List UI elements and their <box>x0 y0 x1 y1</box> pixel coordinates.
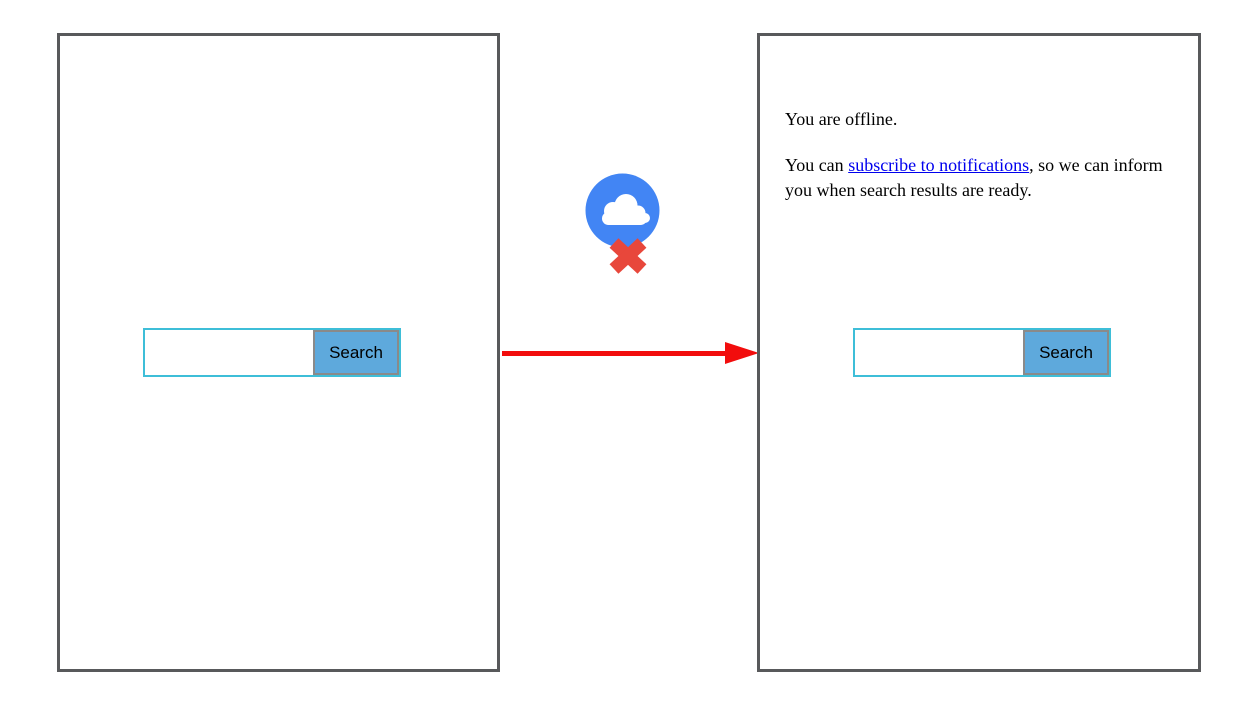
offline-copy: You are offline. You can subscribe to no… <box>785 107 1185 203</box>
subscribe-sentence-prefix: You can <box>785 155 849 175</box>
search-button[interactable]: Search <box>1023 330 1109 375</box>
subscribe-sentence-suffix: , so we can inform you when search resul… <box>785 155 1163 200</box>
search-input[interactable] <box>855 330 1023 375</box>
red-cross-icon <box>609 238 647 274</box>
subscribe-sentence: You can subscribe to notifications, so w… <box>785 153 1185 203</box>
offline-cloud-icon <box>585 173 660 274</box>
search-button[interactable]: Search <box>313 330 399 375</box>
cloud-icon <box>602 194 650 225</box>
arrow-shaft <box>502 351 726 356</box>
arrow-head <box>725 342 759 364</box>
offline-page-frame: You are offline. You can subscribe to no… <box>757 33 1201 672</box>
search-input[interactable] <box>145 330 313 375</box>
search-form: Search <box>853 328 1111 377</box>
arrow-right-icon <box>502 342 759 365</box>
offline-message: You are offline. <box>785 109 898 129</box>
search-form: Search <box>143 328 401 377</box>
online-page-frame: Search <box>57 33 500 672</box>
subscribe-notifications-link[interactable]: subscribe to notifications <box>848 155 1030 175</box>
